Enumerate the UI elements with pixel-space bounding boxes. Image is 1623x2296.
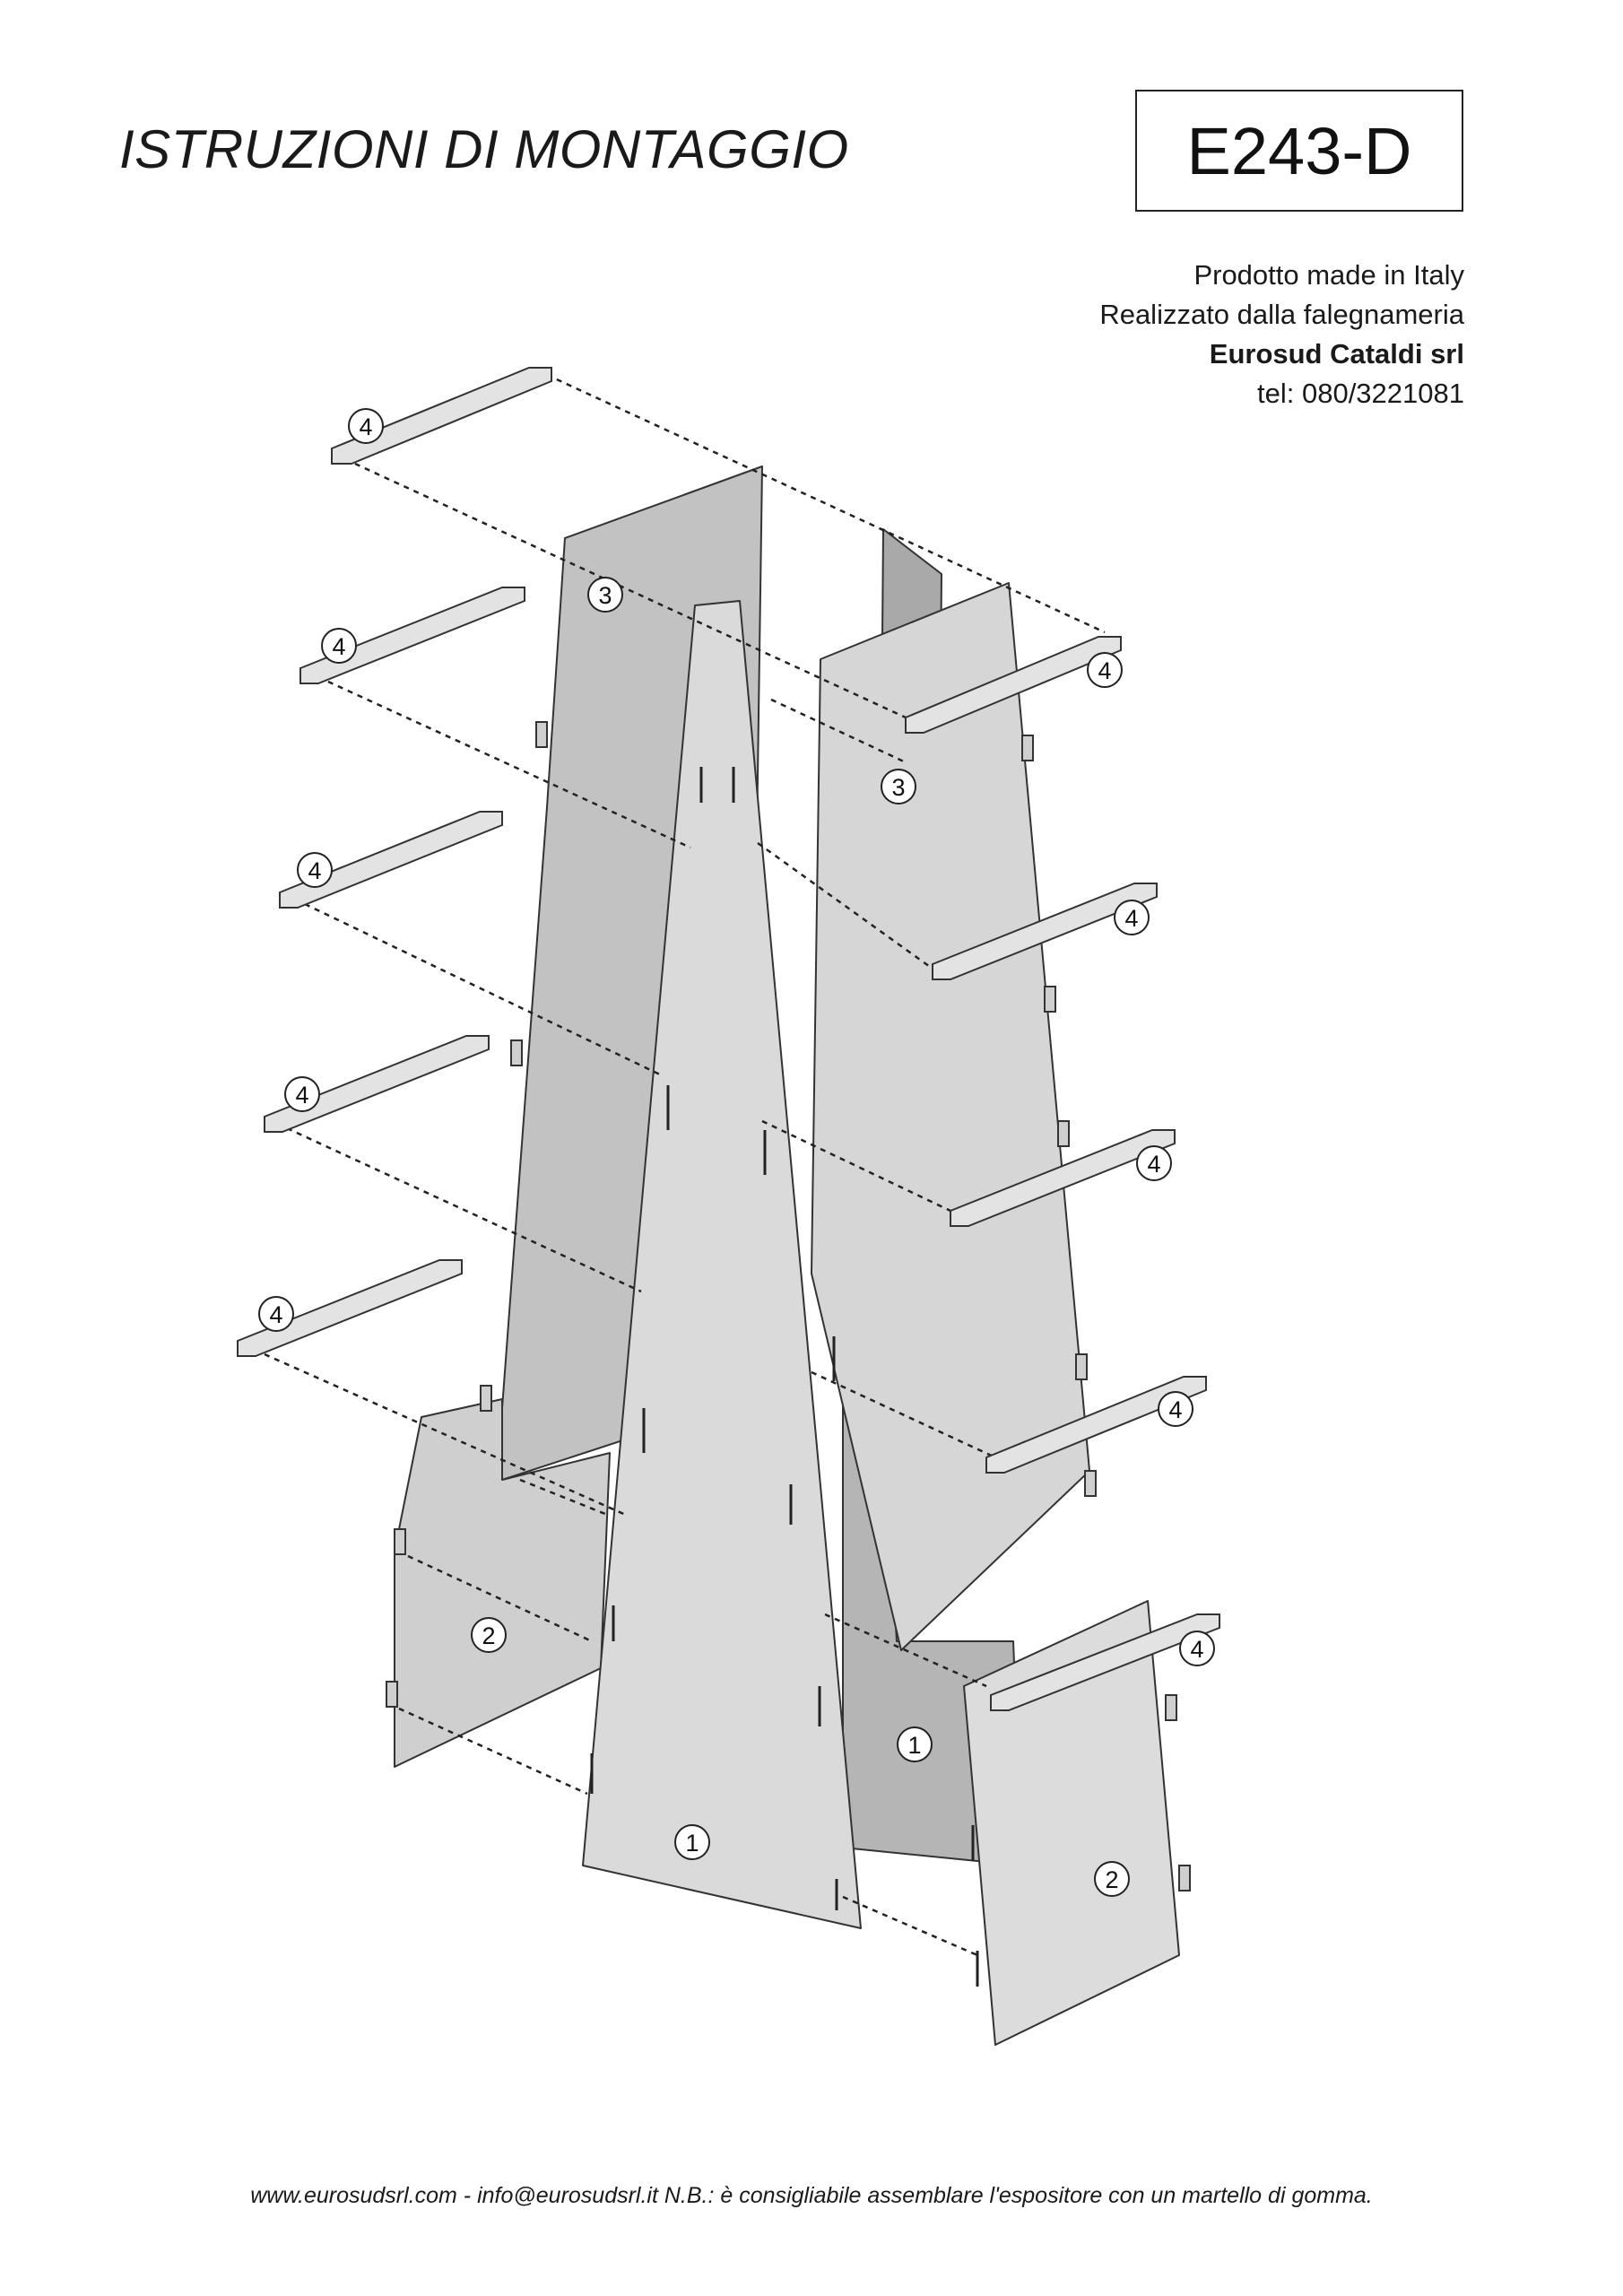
callout-4	[348, 408, 384, 444]
part-number-label: 2	[482, 1622, 495, 1649]
part-number-label: 1	[907, 1732, 921, 1759]
part-number-label: 4	[1098, 657, 1111, 684]
callout-1	[897, 1726, 933, 1762]
callout-4	[284, 1076, 320, 1112]
callout-4	[1136, 1145, 1172, 1181]
workshop-line: Realizzato dalla falegnameria	[1099, 299, 1464, 330]
part-number-label: 4	[1147, 1151, 1160, 1178]
part-number-label: 4	[332, 633, 345, 660]
callout-4	[1114, 900, 1150, 935]
part-number-label: 4	[1168, 1396, 1182, 1423]
product-code-box: E243-D	[1135, 90, 1463, 212]
part-number-label: 4	[308, 857, 321, 884]
part-number-label: 3	[598, 582, 612, 609]
callout-3	[881, 769, 916, 804]
panel-1-center	[582, 600, 862, 1929]
part-number-label: 4	[1124, 905, 1138, 932]
part-number-label: 4	[359, 413, 372, 440]
callout-4	[297, 852, 333, 888]
made-in-italy-line: Prodotto made in Italy	[1193, 259, 1464, 291]
panel-3-right	[811, 582, 1090, 1651]
manufacturer-info: Prodotto made in Italy Realizzato dalla …	[1099, 256, 1464, 413]
callout-2	[1094, 1861, 1130, 1897]
phone-number: tel: 080/3221081	[1257, 378, 1464, 409]
callout-4	[321, 628, 357, 664]
part-number-label: 4	[295, 1082, 308, 1109]
part-number-label: 4	[269, 1301, 282, 1328]
callout-1	[674, 1824, 710, 1860]
callout-3	[587, 577, 623, 613]
part-number-label: 2	[1105, 1866, 1118, 1893]
part-number-label: 4	[1190, 1636, 1203, 1663]
callout-4	[258, 1296, 294, 1332]
panel-2-right	[963, 1600, 1180, 2046]
document-title: ISTRUZIONI DI MONTAGGIO	[119, 119, 849, 179]
callout-2	[471, 1617, 507, 1653]
company-name: Eurosud Cataldi srl	[1209, 338, 1464, 370]
footer-note: www.eurosudsrl.com - info@eurosudsrl.it …	[250, 2183, 1373, 2208]
callout-4	[1158, 1391, 1193, 1427]
part-number-label: 3	[891, 774, 905, 801]
callout-4	[1179, 1631, 1215, 1666]
panel-2-left	[394, 1398, 611, 1768]
part-number-label: 1	[685, 1830, 699, 1857]
callout-4	[1087, 652, 1123, 688]
